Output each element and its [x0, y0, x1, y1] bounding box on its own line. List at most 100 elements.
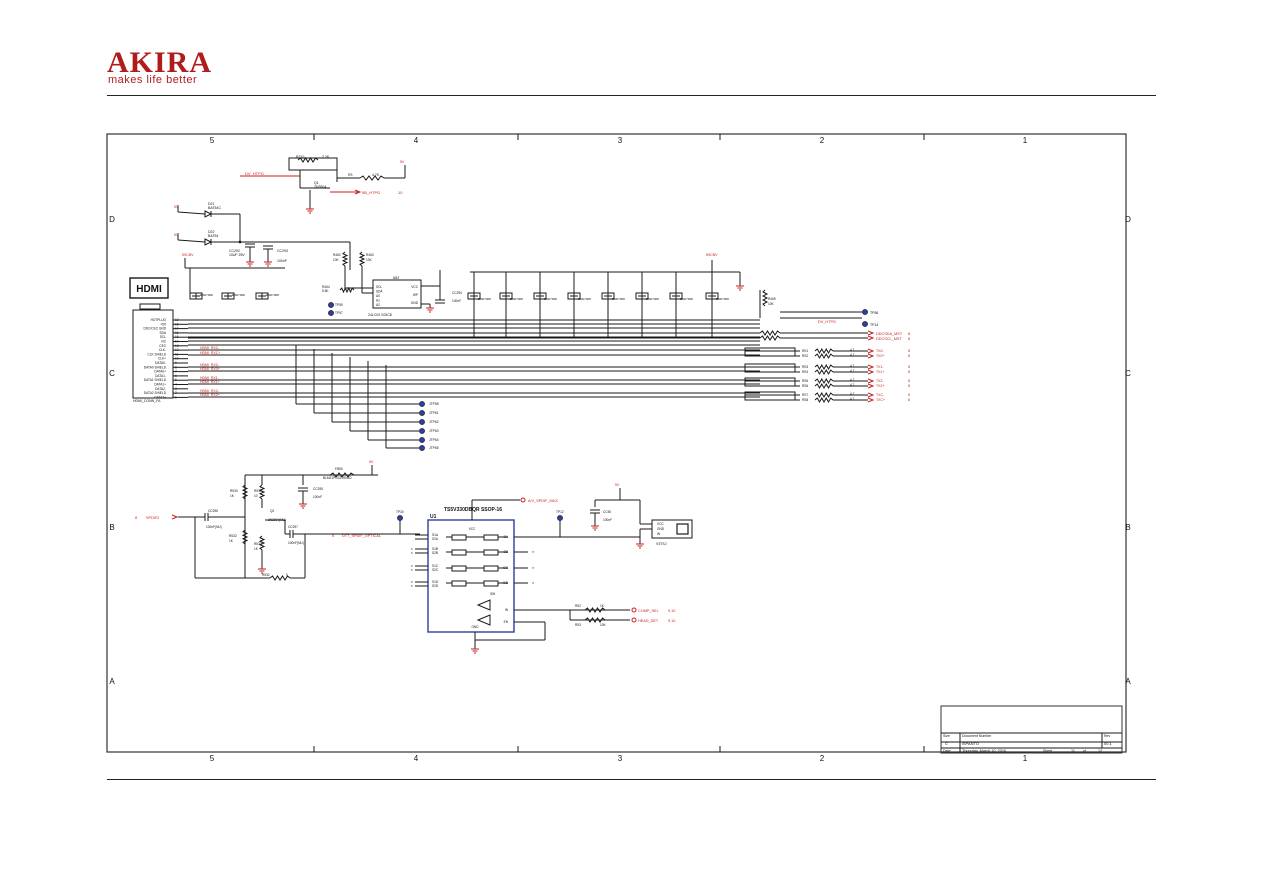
rail-5v: 5V	[400, 160, 405, 164]
esd-part-label: ESD7008	[478, 297, 491, 301]
hdmi-pin-name: DATA2 SHIELD	[144, 391, 167, 395]
ref-r530: R530	[230, 489, 238, 493]
hdmi-pin-name: DATA1 SHIELD	[144, 378, 167, 382]
testpoint-label: JTP61	[429, 411, 439, 415]
value-cc292: 10UF 25V	[229, 253, 245, 257]
testpoint-tp56	[862, 309, 868, 315]
series-resistor-ref: RS3	[802, 365, 808, 369]
ref-r532b: R532	[262, 573, 270, 577]
rail-5v: 5V	[174, 233, 179, 237]
diode-d22	[204, 238, 213, 246]
column-label: 2	[820, 754, 825, 763]
net-port	[520, 497, 526, 503]
mux-pin-left: S1B	[432, 547, 438, 551]
hdmi-pin-name: DATA1+	[154, 383, 166, 387]
footer-divider	[107, 779, 1156, 780]
part-fb50: BLM21PG221SN1D	[323, 476, 352, 480]
mux-pin-en: EN	[504, 620, 509, 624]
no-connect-mark: ×	[411, 546, 414, 551]
value-cc297: 100nF(NU)	[288, 541, 304, 545]
value-r210: 2.2K	[322, 155, 330, 159]
common-mode-filter	[744, 363, 796, 373]
no-connect-mark: ×	[411, 550, 414, 555]
mux-pin-left: S2A	[432, 537, 439, 541]
title-sheet-label: Sheet	[1043, 749, 1052, 753]
header-divider	[107, 95, 1156, 96]
ref-cc295: CC295	[313, 487, 323, 491]
eeprom-pin: SDA	[376, 290, 383, 294]
eeprom-pin: A2	[376, 303, 380, 307]
hdmi-connector-tab	[139, 303, 161, 310]
hdmi-pin-name: DATA0 SHIELD	[144, 365, 167, 369]
resistor-series	[759, 330, 781, 336]
esd-part-label: ESD7008	[578, 297, 591, 301]
hdmi-pin-name: DATA0-	[155, 361, 166, 365]
series-resistor-value: 4.7	[850, 353, 855, 357]
title-block	[940, 705, 1123, 754]
ref-d21: D21	[208, 202, 214, 206]
common-mode-filter	[744, 391, 796, 401]
value-r53: 10K	[600, 623, 607, 627]
no-connect-mark: ×	[411, 563, 414, 568]
testpoint-label: JTP63	[429, 429, 439, 433]
hdmi-net-label: HDMI_RX0-	[200, 363, 220, 367]
series-resistor-ref: RS7	[802, 393, 808, 397]
row-label: C	[1125, 369, 1131, 378]
eeprom-ref: U82	[393, 276, 399, 280]
no-connect-mark: ×	[532, 565, 535, 570]
resistor-r532-0	[269, 575, 291, 581]
tx-net-label: TX0+	[876, 354, 884, 358]
value-r533: 1K	[254, 547, 259, 551]
net-ddcsda: DDCSDA_MST	[876, 332, 903, 336]
column-label: 3	[618, 136, 623, 145]
resistor-series	[814, 377, 834, 385]
net-page-ref: 8	[135, 516, 137, 520]
hdmi-pin-name: +5V	[160, 322, 167, 326]
resistor-r533	[258, 535, 266, 551]
value-cc295: 100nF	[313, 495, 322, 499]
hdmi-pin-name: CLK+	[158, 357, 166, 361]
value-r462: 10K	[333, 258, 340, 262]
hdmi-pin-name: DATA1-	[155, 374, 166, 378]
net-arrow	[867, 335, 875, 341]
value-r531: 10	[254, 494, 258, 498]
value-cc50: 100nF	[603, 518, 612, 522]
ref-tp14: TP14	[870, 323, 878, 327]
mux-switch-resistor	[451, 549, 467, 556]
net-page-ref: 8	[908, 398, 910, 402]
no-connect-mark: ×	[532, 580, 535, 585]
net-page-ref: 8	[908, 332, 910, 336]
testpoint-tp30	[397, 515, 403, 521]
title-date-value: Thursday, March 10, 2016	[962, 749, 1006, 753]
net-arrow	[867, 364, 875, 370]
ref-cc292: CC292	[229, 249, 240, 253]
testpoint-label: JTP62	[429, 420, 439, 424]
testpoint-tp57	[328, 310, 334, 316]
net-arrow	[867, 383, 875, 389]
hdmi-pin-name: CLK SHIELD	[147, 352, 166, 356]
hdmi-net-label: HDMI_RX1-	[200, 376, 220, 380]
ref-r531: R531	[254, 489, 262, 493]
testpoint-tp12	[557, 515, 563, 521]
net-arrow	[867, 348, 875, 354]
series-resistor-value: 4.7	[850, 383, 855, 387]
ref-r532: R532	[229, 534, 237, 538]
net-arrow	[867, 330, 875, 336]
hpd-resistor-bracket	[288, 157, 338, 171]
resistor-r531	[258, 484, 266, 500]
net-page-ref: 8	[908, 337, 910, 341]
title-of-value: 12	[1098, 749, 1102, 753]
mux-switch-label: SW	[490, 592, 495, 596]
title-size-value: C	[945, 741, 948, 746]
value-r532b: 0	[286, 573, 288, 577]
ref-cc294: CC294	[452, 291, 462, 295]
mux-switch-box	[483, 565, 499, 572]
series-resistor-ref: RS4	[802, 370, 808, 374]
eeprom-part: 24LC02 SOIC8	[368, 313, 392, 317]
net-page-ref: 8	[908, 349, 910, 353]
esd-part-label: ESD7008	[646, 297, 659, 301]
series-resistor-value: 4.7	[850, 348, 855, 352]
net-dv-htpg: DV_HTPG	[245, 171, 264, 176]
testpoint-jtp	[419, 401, 425, 407]
row-label: B	[109, 523, 114, 532]
